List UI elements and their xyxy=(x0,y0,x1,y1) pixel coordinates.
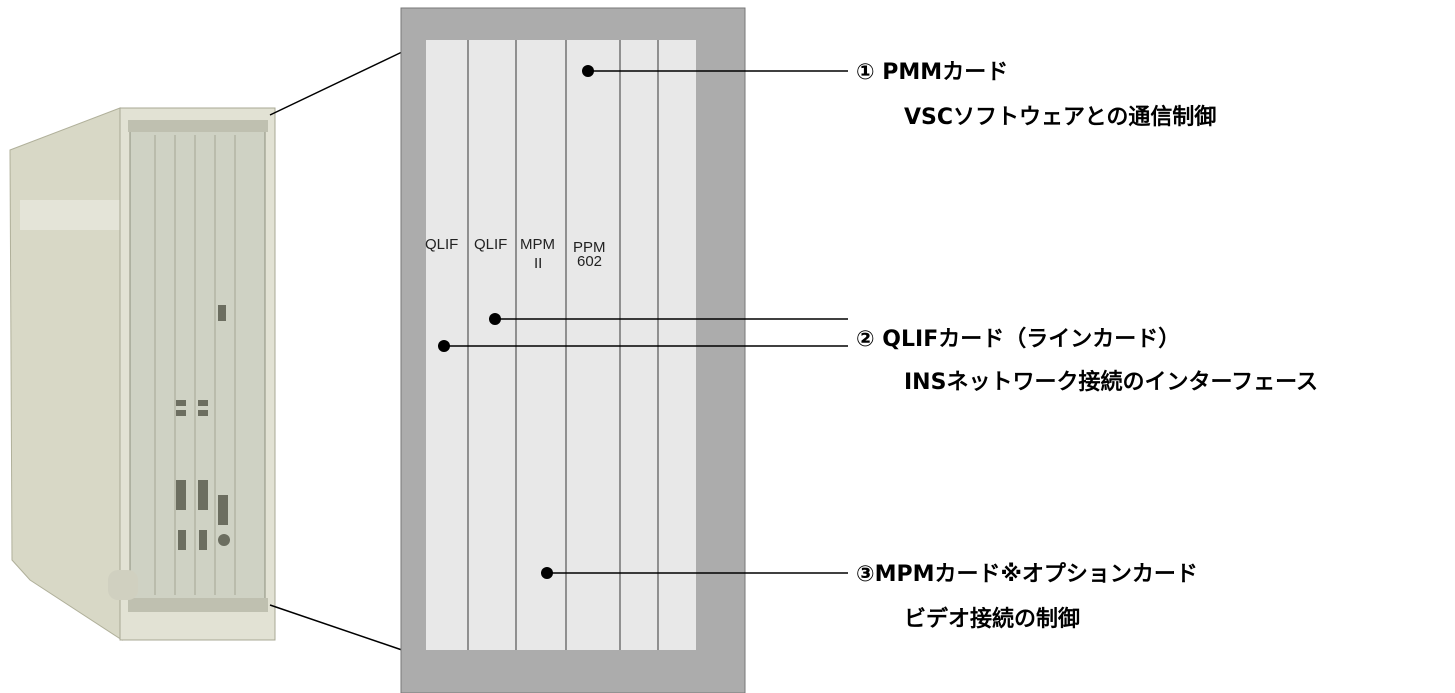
slot-label-2: QLIF xyxy=(474,236,507,253)
callout-2-title: ② QLIFカード（ラインカード） xyxy=(856,327,1180,352)
unit-switch-marks xyxy=(176,305,230,550)
unit-side-stripe xyxy=(20,200,120,230)
unit-side-panel xyxy=(9,107,123,641)
slot-label-1: QLIF xyxy=(425,236,458,253)
equipment-unit-photo xyxy=(9,107,276,641)
callout-3-desc: ビデオ接続の制御 xyxy=(904,606,1080,632)
zoom-line-top xyxy=(269,51,403,116)
unit-bottom-rail xyxy=(128,598,268,612)
callout-qlif-card: ② QLIFカード（ラインカード） INSネットワーク接続のインターフェース xyxy=(438,313,1318,395)
slot-label-4: PPM xyxy=(573,239,606,256)
card-slot-area xyxy=(426,40,696,650)
callout-1-title: ① PMMカード xyxy=(856,60,1008,85)
callout-1-desc: VSCソフトウェアとの通信制御 xyxy=(904,104,1216,130)
unit-card-panel xyxy=(129,129,266,601)
zoom-line-bottom xyxy=(269,604,403,651)
slot-label-3: MPM xyxy=(520,236,555,253)
callout-3-title: ③MPMカード※オプションカード xyxy=(856,562,1198,587)
unit-top-rail xyxy=(128,120,268,132)
slot-label-4-sub: 602 xyxy=(577,253,602,270)
slot-dividers xyxy=(467,40,659,650)
slot-label-3-sub: II xyxy=(534,255,542,272)
unit-foot xyxy=(108,570,138,600)
unit-card-stripes xyxy=(154,135,236,595)
callout-2-desc: INSネットワーク接続のインターフェース xyxy=(904,369,1318,395)
card-frame: QLIF QLIF MPM II PPM 602 xyxy=(400,7,746,693)
callout-mpm-card: ③MPMカード※オプションカード ビデオ接続の制御 xyxy=(541,562,1198,632)
callout-pmm-card: ① PMMカード VSCソフトウェアとの通信制御 xyxy=(582,60,1216,130)
